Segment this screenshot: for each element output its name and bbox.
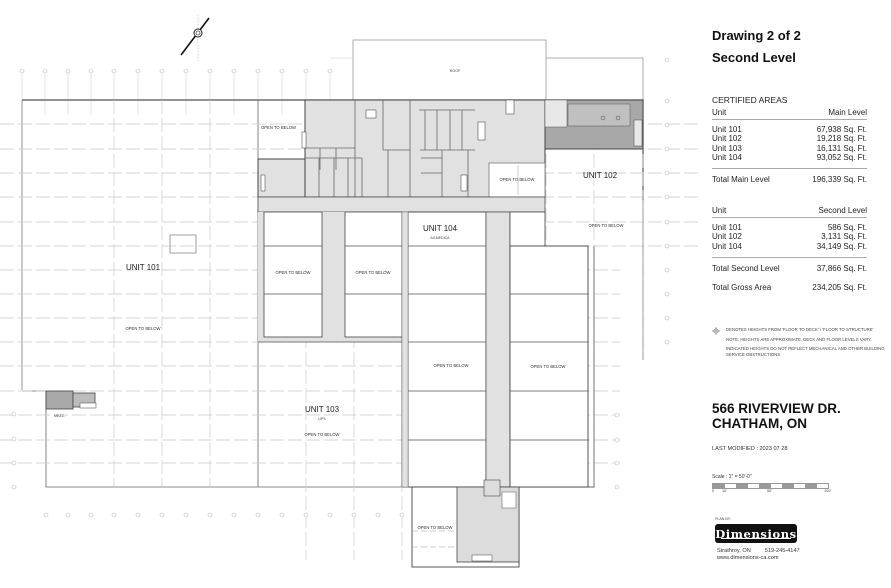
address-line-1: 566 RIVERVIEW DR.: [712, 401, 841, 416]
col-unit: Unit: [712, 108, 727, 117]
second-level-total: Total Second Level 37,866 Sq. Ft.: [712, 256, 867, 273]
note-3: Indicated heights do not reflect mechani…: [726, 346, 885, 357]
drawing-number: Drawing 2 of 2: [712, 28, 801, 43]
contact-info: Strathroy, ON 519-245-4147 www.dimension…: [717, 548, 800, 562]
note-1: Denotes heights from 'floor to deck' / '…: [726, 327, 874, 332]
office-open-to-below-label: OPEN TO BELOW: [500, 177, 535, 182]
unit-101-label: UNIT 101: [126, 263, 161, 272]
bottom-annex: OPEN TO BELOW: [411, 479, 520, 568]
unit-104-rooms: OPEN TO BELOW OPEN TO BELOW UNIT 104 AGM…: [258, 211, 589, 488]
open-to-below-104-c: OPEN TO BELOW: [434, 363, 469, 368]
certified-areas-heading: CERTIFIED AREAS: [712, 95, 788, 105]
second-level-header: Unit Second Level: [712, 206, 867, 218]
unit-104-tenant: AGMEDICA: [430, 236, 450, 240]
unit-103-area: UNIT 103 UPS OPEN TO BELOW: [258, 211, 409, 488]
unit-103-tenant: UPS: [318, 417, 326, 421]
unit-103-open-to-below: OPEN TO BELOW: [305, 432, 340, 437]
unit-101-open-to-below: OPEN TO BELOW: [126, 326, 161, 331]
open-to-below-104-a: OPEN TO BELOW: [276, 270, 311, 275]
annex-open-to-below: OPEN TO BELOW: [418, 525, 453, 530]
skylight-outline: [169, 234, 197, 254]
drawing-level: Second Level: [712, 50, 796, 65]
scale-bar: [712, 483, 829, 489]
roof-label: ROOF: [450, 69, 461, 73]
contact-phone: 519-245-4147: [764, 548, 800, 554]
address: 566 RIVERVIEW DR. CHATHAM, ON: [712, 401, 841, 431]
height-marker-icon: [712, 327, 720, 335]
main-level-total: Total Main Level 196,339 Sq. Ft.: [712, 168, 867, 184]
mezz-label: MEZZ.: [54, 414, 65, 418]
unit-104-label: UNIT 104: [423, 224, 458, 233]
main-level-header: Unit Main Level: [712, 108, 867, 120]
total-gross-area: Total Gross Area 234,205 Sq. Ft.: [712, 283, 867, 292]
height-notes: Denotes heights from 'floor to deck' / '…: [712, 327, 887, 361]
unit-102-open-to-below: OPEN TO BELOW: [589, 223, 624, 228]
open-to-below-upper-left: OPEN TO BELOW: [261, 125, 296, 130]
col-main-level: Main Level: [828, 108, 867, 117]
scale-label: Scale : 1" = 50'-0": [712, 474, 752, 480]
col-unit: Unit: [712, 206, 727, 215]
unit-102-mezz: [544, 99, 644, 150]
grid-bubbles-top: [19, 68, 333, 115]
plan-by-label: PLAN BY:: [715, 517, 731, 521]
open-to-below-104-d: OPEN TO BELOW: [531, 364, 566, 369]
unit-103-label: UNIT 103: [305, 405, 340, 414]
unit-102-label: UNIT 102: [583, 171, 618, 180]
open-to-below-104-b: OPEN TO BELOW: [356, 270, 391, 275]
contact-website: www.dimensions-ca.com: [717, 555, 779, 561]
col-second-level: Second Level: [818, 206, 867, 215]
floor-plan-drawing: ROOF: [0, 15, 700, 568]
dimensions-logo: Dimensions: [715, 524, 797, 543]
title-block: Drawing 2 of 2 Second Level CERTIFIED AR…: [712, 0, 887, 588]
grid-bubbles-bottom: [11, 411, 405, 518]
grid-bubbles-right: [614, 57, 670, 490]
mezzanine: MEZZ.: [45, 390, 97, 418]
contact-city: Strathroy, ON: [717, 548, 751, 554]
last-modified: LAST MODIFIED : 2023 07 28: [712, 446, 788, 452]
address-line-2: CHATHAM, ON: [712, 416, 807, 431]
note-2: Note: heights are approximate. Deck and …: [726, 336, 872, 342]
office-block: OPEN TO BELOW OPEN TO BELOW: [257, 99, 546, 213]
north-arrow-icon: [180, 15, 210, 61]
roof-area: ROOF: [330, 39, 644, 101]
